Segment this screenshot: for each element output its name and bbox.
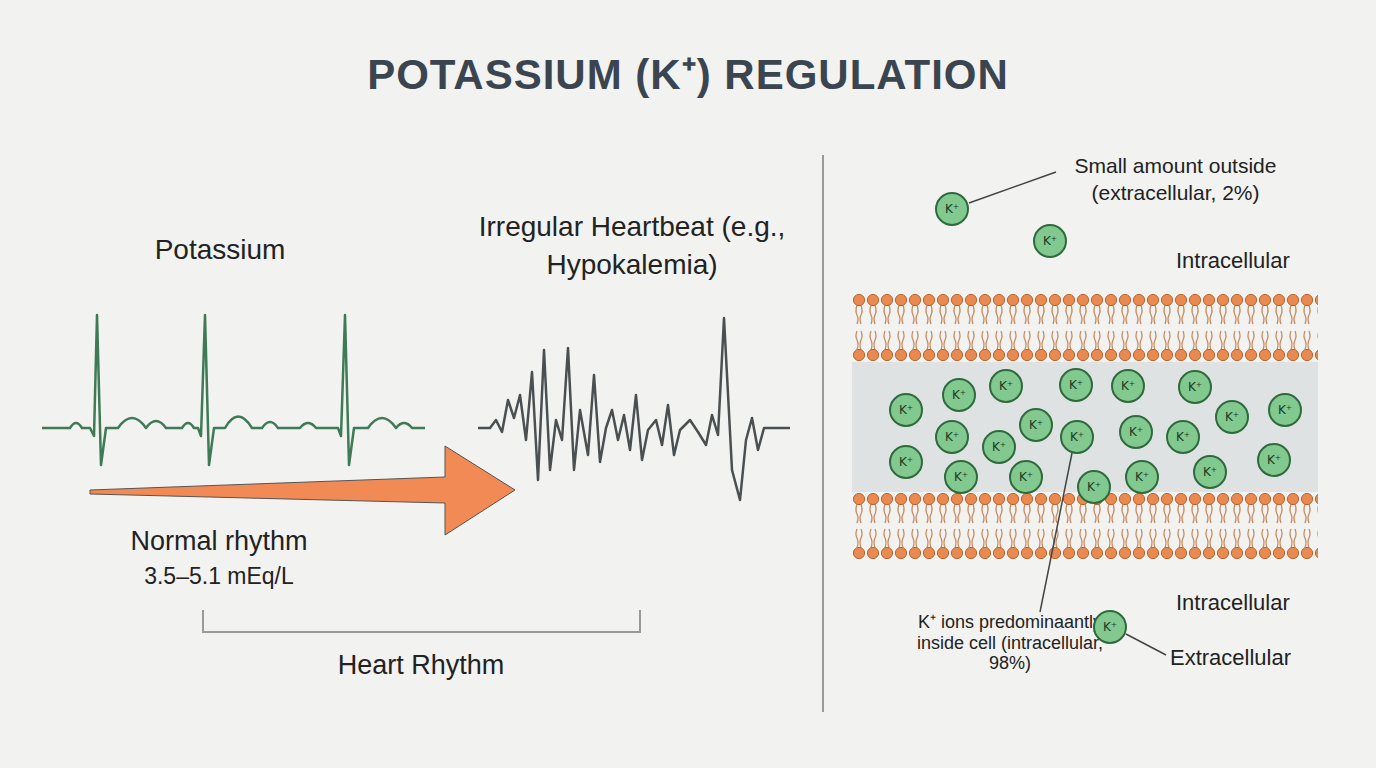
ion-label: K⁺ [992, 440, 1006, 454]
potassium-ion: K⁺ [1111, 369, 1145, 403]
potassium-ion: K⁺ [1166, 420, 1200, 454]
text-label: Potassium [100, 232, 340, 268]
diagram-title: POTASSIUM (K⁺) REGULATION [0, 44, 1376, 101]
potassium-ion: K⁺ [1178, 370, 1212, 404]
potassium-ion: K⁺ [889, 393, 923, 427]
ion-label: K⁺ [1103, 620, 1117, 634]
ion-label: K⁺ [1069, 378, 1083, 392]
potassium-ion: K⁺ [982, 430, 1016, 464]
ion-label: K⁺ [899, 455, 913, 469]
ion-label: K⁺ [1278, 403, 1292, 417]
ion-label: K⁺ [952, 388, 966, 402]
ion-label: K⁺ [1203, 465, 1217, 479]
text-label: Normal rhythm [79, 524, 359, 559]
normal-ecg-trace [42, 315, 425, 465]
potassium-ion: K⁺ [989, 369, 1023, 403]
text-label: Irregular Heartbeat (e.g., Hypokalemia) [462, 208, 802, 284]
potassium-ion: K⁺ [1059, 368, 1093, 402]
ion-label: K⁺ [1135, 470, 1149, 484]
leader-line [1040, 453, 1072, 612]
potassium-ion: K⁺ [1125, 460, 1159, 494]
potassium-ion: K⁺ [1268, 393, 1302, 427]
ion-label: K⁺ [1176, 430, 1190, 444]
ion-label: K⁺ [1267, 453, 1281, 467]
text-label: Intracellular [1176, 247, 1356, 276]
potassium-ion: K⁺ [1009, 460, 1043, 494]
ion-label: K⁺ [1043, 234, 1057, 248]
text-label: Heart Rhythm [290, 648, 552, 683]
ion-label: K⁺ [1129, 425, 1143, 439]
ion-label: K⁺ [1070, 430, 1084, 444]
potassium-ion: K⁺ [1077, 470, 1111, 504]
ion-label: K⁺ [1121, 379, 1135, 393]
potassium-ion: K⁺ [889, 445, 923, 479]
potassium-ion: K⁺ [1093, 610, 1127, 644]
potassium-ion: K⁺ [1019, 408, 1053, 442]
ion-label: K⁺ [945, 202, 959, 216]
ion-label: K⁺ [1019, 470, 1033, 484]
ion-label: K⁺ [999, 379, 1013, 393]
transition-arrow [90, 446, 515, 535]
ion-label: K⁺ [899, 403, 913, 417]
potassium-ion: K⁺ [1257, 443, 1291, 477]
potassium-ion: K⁺ [935, 420, 969, 454]
divider-line [822, 155, 824, 712]
leader-line [1126, 634, 1166, 655]
leader-line [969, 172, 1056, 203]
potassium-ion: K⁺ [1215, 400, 1249, 434]
potassium-ion: K⁺ [1119, 415, 1153, 449]
potassium-ion: K⁺ [1060, 420, 1094, 454]
potassium-ion: K⁺ [935, 192, 969, 226]
membrane-leaflet [852, 528, 1318, 560]
text-label: K⁺ ions predominaantly inside cell (intr… [905, 612, 1115, 674]
text-label: 3.5–5.1 mEq/L [89, 562, 349, 592]
ion-label: K⁺ [945, 430, 959, 444]
potassium-ion: K⁺ [944, 460, 978, 494]
membrane-leaflet [852, 330, 1318, 362]
potassium-ion: K⁺ [1193, 455, 1227, 489]
ion-label: K⁺ [1029, 418, 1043, 432]
membrane-leaflet [852, 293, 1318, 325]
potassium-ion: K⁺ [1033, 224, 1067, 258]
ion-label: K⁺ [954, 470, 968, 484]
text-label: Extracellular [1170, 644, 1350, 673]
text-label: Intracellular [1176, 589, 1356, 618]
potassium-ion: K⁺ [942, 378, 976, 412]
text-label: Small amount outside (extracellular, 2%) [1048, 152, 1303, 207]
ion-label: K⁺ [1225, 410, 1239, 424]
ion-label: K⁺ [1188, 380, 1202, 394]
bracket [203, 610, 640, 632]
irregular-ecg-trace [478, 318, 790, 500]
ion-label: K⁺ [1087, 480, 1101, 494]
